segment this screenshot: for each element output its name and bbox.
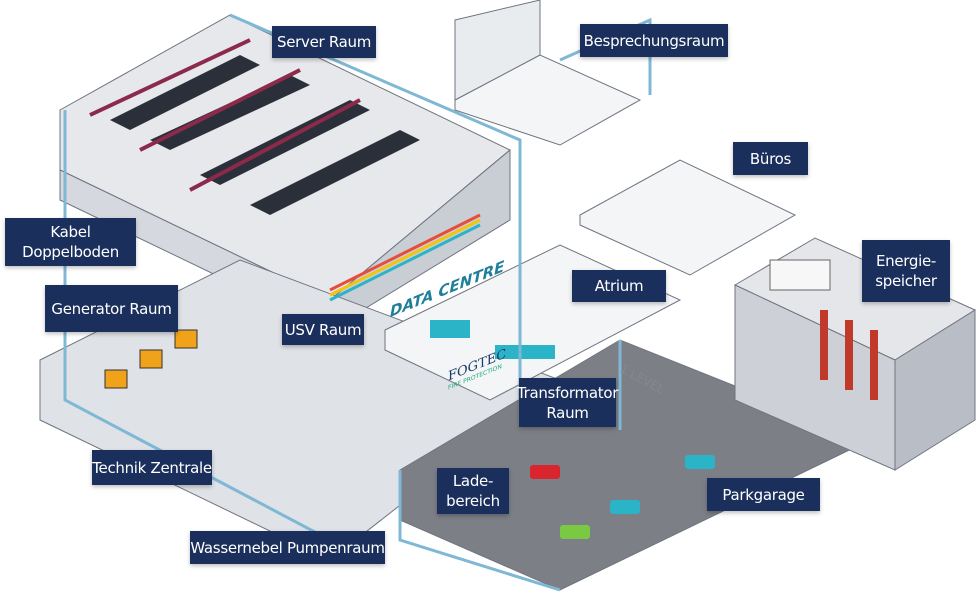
label-parkgarage: Parkgarage <box>707 478 820 511</box>
generators <box>104 329 198 389</box>
energy-container-side <box>894 309 976 471</box>
label-transformator-raum: Transformator Raum <box>517 378 618 427</box>
label-atrium: Atrium <box>572 270 666 302</box>
battery-racks <box>820 310 878 400</box>
label-wassernebel-pumpenraum: Wassernebel Pumpenraum <box>190 531 385 564</box>
label-energiespeicher: Energie- speicher <box>862 240 950 302</box>
label-bueros: Büros <box>733 142 808 175</box>
meeting-room-wall <box>454 0 541 101</box>
label-usv-raum: USV Raum <box>282 314 364 345</box>
lobby-sofa <box>495 345 555 359</box>
cars <box>530 455 715 539</box>
reception-desk <box>430 320 470 338</box>
label-ladebereich: Lade- bereich <box>437 468 509 514</box>
label-server-raum: Server Raum <box>272 26 376 58</box>
roof-chiller <box>769 259 831 291</box>
label-technik-zentrale: Technik Zentrale <box>92 450 212 485</box>
label-kabel-doppelboden: Kabel Doppelboden <box>5 218 136 266</box>
label-besprechungsraum: Besprechungsraum <box>580 24 728 57</box>
decor-stripes <box>329 213 481 302</box>
office-floor <box>579 159 797 276</box>
label-generator-raum: Generator Raum <box>45 285 178 332</box>
cable-trays <box>89 38 361 192</box>
